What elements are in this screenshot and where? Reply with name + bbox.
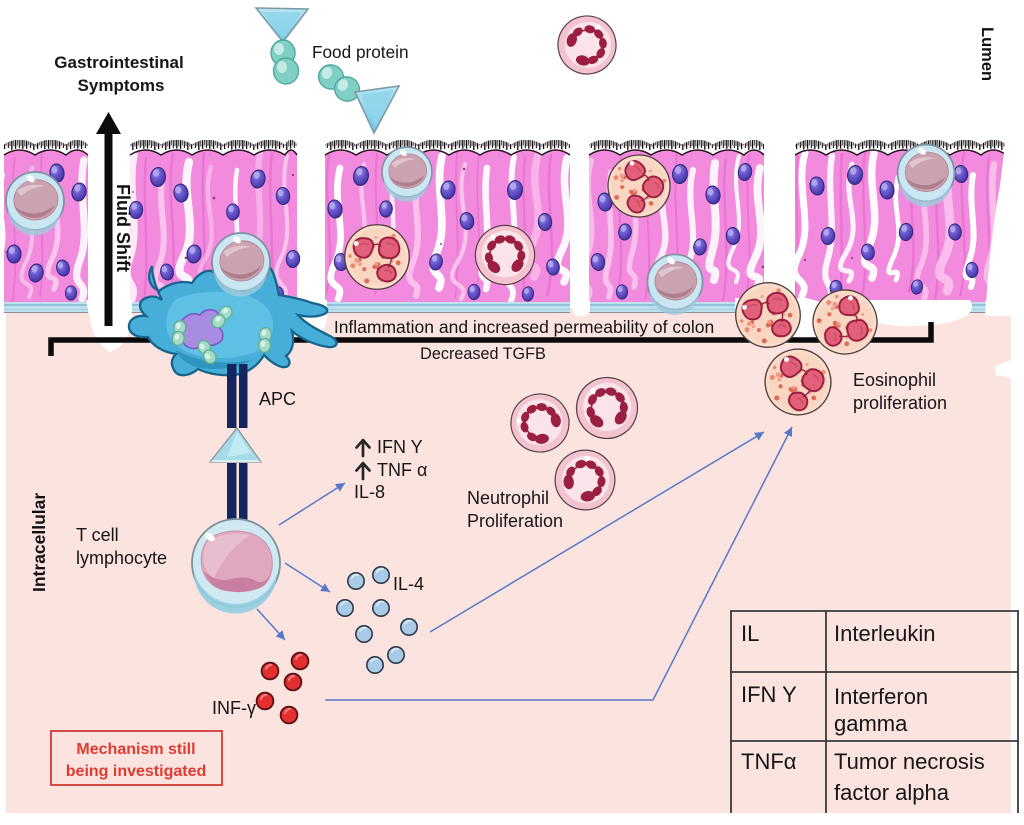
svg-text:Eosinophil: Eosinophil [853, 370, 936, 390]
svg-text:Inflammation and increased per: Inflammation and increased permeability … [334, 317, 714, 337]
svg-text:IL-4: IL-4 [393, 574, 424, 594]
svg-text:T cell: T cell [76, 525, 119, 545]
svg-text:Food protein: Food protein [312, 42, 409, 62]
svg-text:APC: APC [259, 389, 296, 409]
svg-text:Lumen: Lumen [978, 27, 996, 81]
svg-text:lymphocyte: lymphocyte [76, 548, 167, 568]
svg-text:Proliferation: Proliferation [467, 511, 563, 531]
svg-text:IL: IL [741, 621, 759, 646]
svg-text:gamma: gamma [834, 711, 908, 736]
svg-text:IL-8: IL-8 [354, 482, 385, 502]
svg-text:Gastrointestinal: Gastrointestinal [54, 53, 183, 72]
svg-text:Fluid Shift: Fluid Shift [113, 184, 133, 272]
svg-text:IFN Y: IFN Y [741, 682, 797, 707]
svg-text:IFN Y: IFN Y [377, 437, 423, 457]
svg-text:being investigated: being investigated [66, 763, 206, 780]
svg-text:Decreased TGFB: Decreased TGFB [420, 345, 546, 363]
svg-text:Interleukin: Interleukin [834, 621, 936, 646]
svg-text:INF-γ: INF-γ [212, 698, 256, 718]
svg-text:Tumor necrosis: Tumor necrosis [834, 749, 985, 774]
svg-text:Symptoms: Symptoms [78, 76, 165, 95]
svg-text:Interferon: Interferon [834, 684, 928, 709]
svg-text:Neutrophil: Neutrophil [467, 488, 549, 508]
svg-text:Intracellular: Intracellular [29, 493, 49, 592]
svg-text:TNF α: TNF α [377, 460, 427, 480]
svg-text:proliferation: proliferation [853, 393, 947, 413]
svg-text:factor alpha: factor alpha [834, 780, 950, 805]
svg-text:TNFα: TNFα [741, 749, 797, 774]
svg-text:Mechanism still: Mechanism still [76, 741, 195, 758]
